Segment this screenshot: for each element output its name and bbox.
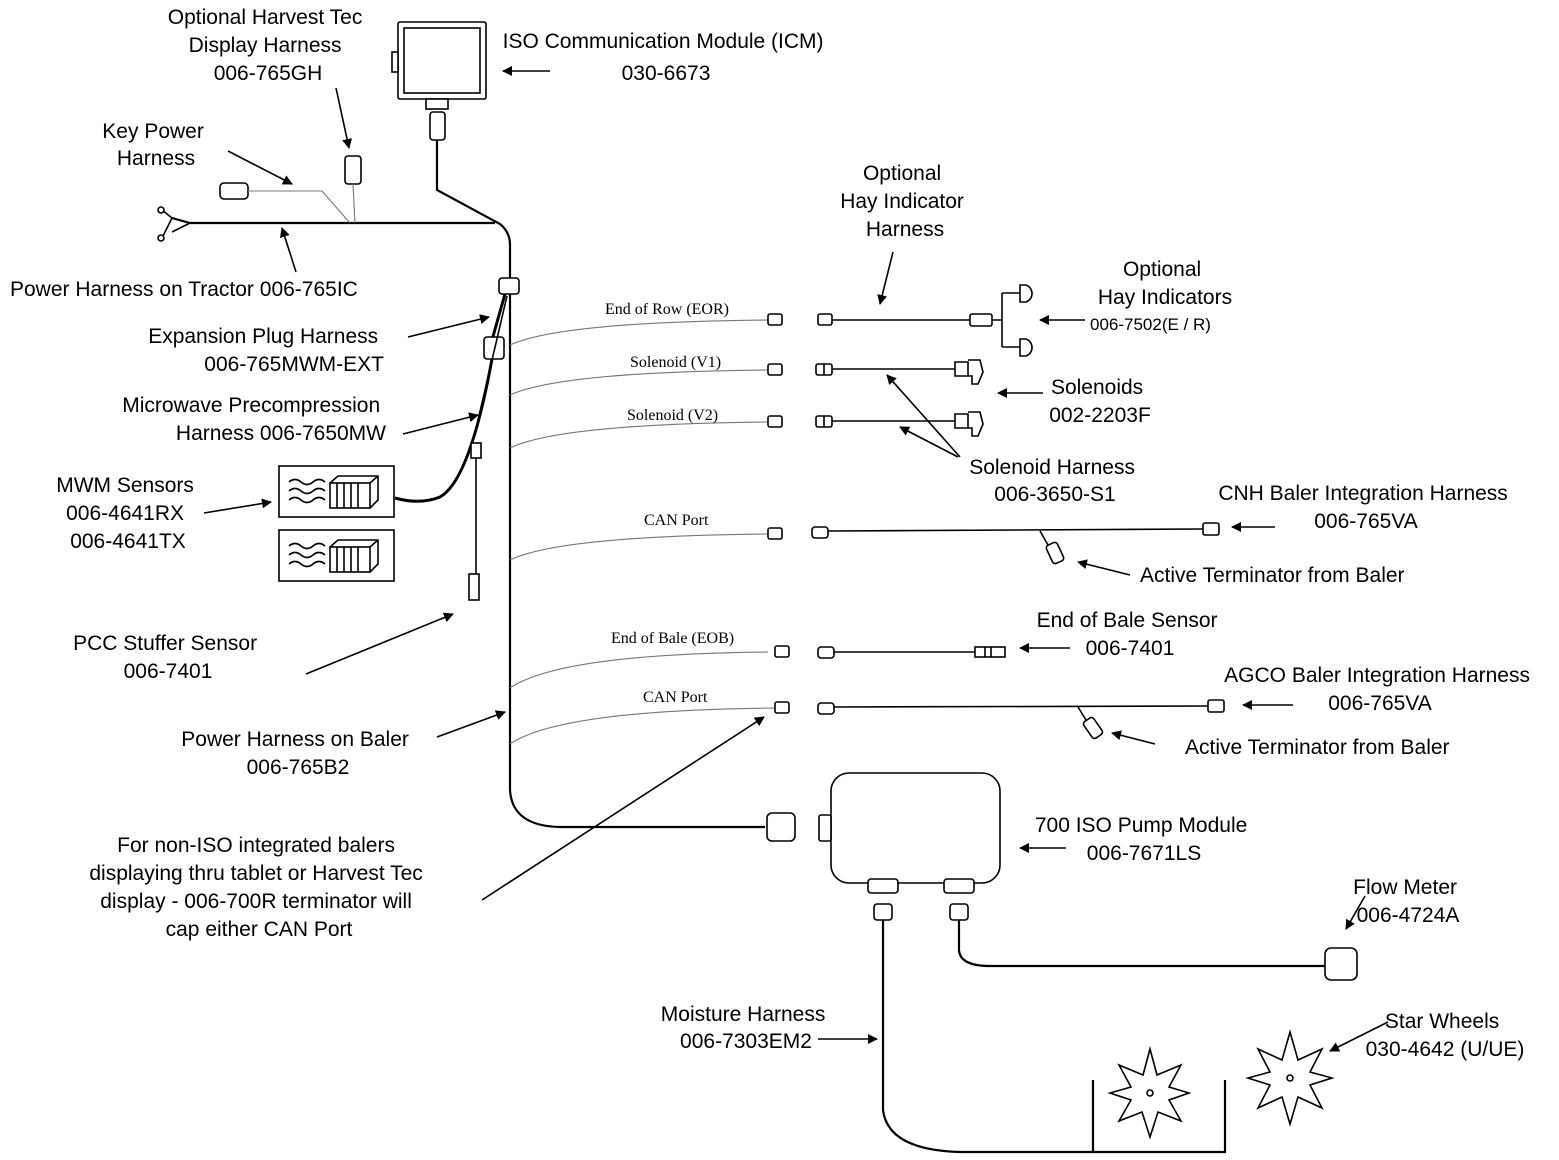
label-icm: ISO Communication Module (ICM) 030-6673 bbox=[503, 30, 830, 85]
trunk-end-connector bbox=[766, 812, 796, 842]
label-moisture: Moisture Harness 006-7303EM2 bbox=[661, 1003, 831, 1053]
label-pcc-stuffer: PCC Stuffer Sensor 006-7401 bbox=[73, 632, 263, 683]
label-power-baler: Power Harness on Baler 006-765B2 bbox=[181, 728, 414, 779]
label-active-terminator-1: Active Terminator from Baler bbox=[1140, 564, 1405, 587]
label-star-wheels: Star Wheels 030-4642 (U/UE) bbox=[1366, 1010, 1525, 1061]
label-solenoid-harness: Solenoid Harness 006-3650-S1 bbox=[969, 456, 1141, 506]
icm-module bbox=[391, 21, 487, 141]
label-end-of-bale-sensor: End of Bale Sensor 006-7401 bbox=[1037, 609, 1224, 660]
port-label-v2: Solenoid (V2) bbox=[627, 407, 718, 424]
label-solenoids: Solenoids 002-2203F bbox=[1049, 376, 1151, 427]
label-display-harness: Optional Harvest Tec Display Harness 006… bbox=[168, 6, 368, 85]
port-label-can2: CAN Port bbox=[643, 689, 708, 706]
label-flow-meter: Flow Meter 006-4724A bbox=[1353, 876, 1463, 927]
port-label-v1: Solenoid (V1) bbox=[630, 354, 721, 371]
key-power-connector bbox=[219, 182, 249, 200]
label-hay-indicators: Optional Hay Indicators bbox=[1098, 258, 1232, 309]
junction-connector bbox=[498, 277, 520, 295]
port-label-eor: End of Row (EOR) bbox=[605, 301, 729, 318]
label-non-iso-note: For non-ISO integrated balers displaying… bbox=[89, 834, 428, 941]
label-hay-indicator-harness: Optional Hay Indicator Harness bbox=[840, 162, 970, 241]
label-hay-indicators-part: 006-7502(E / R) bbox=[1090, 315, 1211, 334]
label-active-terminator-2: Active Terminator from Baler bbox=[1185, 736, 1450, 759]
label-power-tractor: Power Harness on Tractor 006-765IC bbox=[10, 278, 358, 301]
expansion-plug bbox=[483, 336, 505, 360]
port-label-eob: End of Bale (EOB) bbox=[611, 630, 734, 647]
star-wheel-1 bbox=[1107, 1045, 1192, 1140]
port-label-can1: CAN Port bbox=[644, 512, 709, 529]
label-expansion-plug: Expansion Plug Harness 006-765MWM-EXT bbox=[148, 325, 384, 376]
pump-module bbox=[818, 772, 1001, 921]
label-mwm-sensors: MWM Sensors 006-4641RX 006-4641TX bbox=[56, 474, 200, 553]
label-agco: AGCO Baler Integration Harness 006-765VA bbox=[1224, 664, 1536, 715]
mwm-sensor-tx bbox=[278, 529, 395, 582]
label-key-power: Key Power Harness bbox=[102, 120, 209, 170]
label-cnh: CNH Baler Integration Harness 006-765VA bbox=[1218, 482, 1513, 533]
label-microwave: Microwave Precompression Harness 006-765… bbox=[122, 394, 386, 445]
label-pump-module: 700 ISO Pump Module 006-7671LS bbox=[1035, 814, 1253, 865]
mwm-sensor-rx bbox=[278, 465, 395, 518]
display-harness-connector bbox=[344, 155, 362, 185]
flow-meter bbox=[1324, 947, 1358, 981]
star-wheel-2 bbox=[1245, 1029, 1335, 1127]
